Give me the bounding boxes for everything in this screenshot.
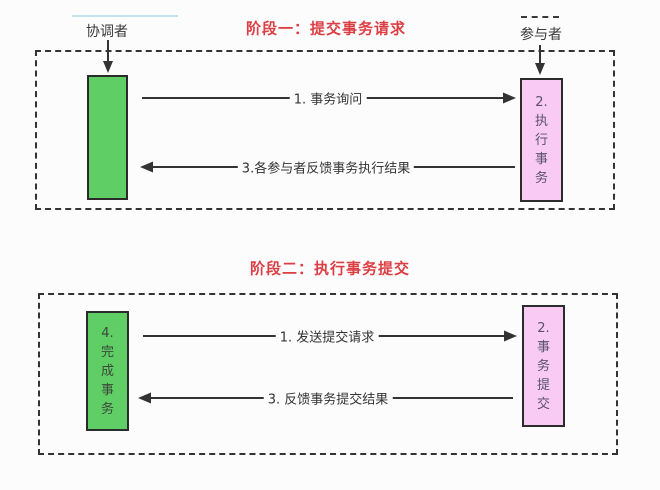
phase1-inquiry-label: 1. 事务询问 xyxy=(289,88,367,108)
phase2-complete-transaction-box: 4. 完 成 事 务 xyxy=(86,311,129,431)
phase1-feedback-label: 3.各参与者反馈事务执行结果 xyxy=(237,157,415,177)
phase1-title: 阶段一：提交事务请求 xyxy=(245,19,407,38)
phase2-dashed-box xyxy=(38,293,618,455)
coordinator-top-highlight xyxy=(72,15,178,17)
phase2-title: 阶段二：执行事务提交 xyxy=(249,259,411,278)
participant-label: 参与者 xyxy=(520,27,562,43)
phase1-dashed-box xyxy=(35,50,615,210)
phase2-transaction-commit-box: 2. 事 务 提 交 xyxy=(522,305,565,427)
phase1-execute-transaction-box: 2. 执 行 事 务 xyxy=(520,78,563,202)
participant-top-dashes xyxy=(521,16,559,18)
coordinator-label: 协调者 xyxy=(86,24,128,40)
phase2-commit-request-label: 1. 发送提交请求 xyxy=(275,326,379,346)
phase2-commit-feedback-label: 3. 反馈事务提交结果 xyxy=(263,388,393,408)
phase1-coordinator-box xyxy=(87,75,128,200)
